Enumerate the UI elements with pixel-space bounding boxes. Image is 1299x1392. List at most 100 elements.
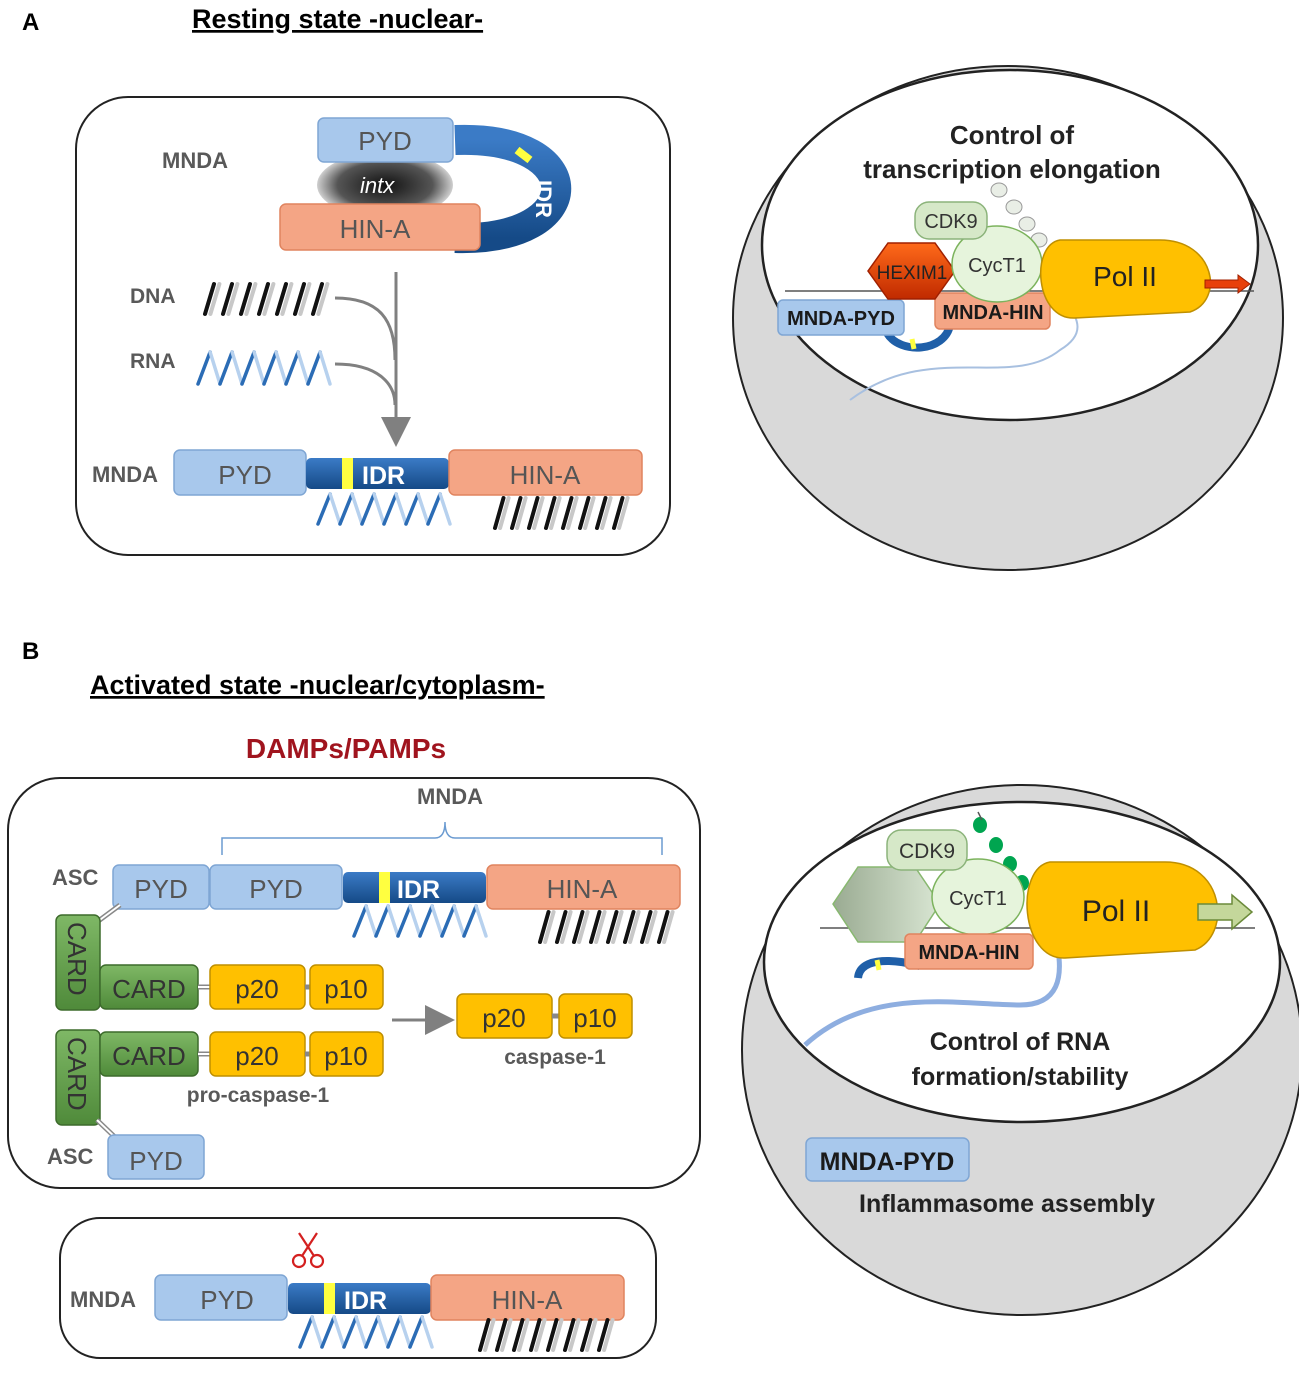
strand-segment [298, 1315, 314, 1349]
dna-segment [510, 496, 523, 530]
rna-bound-cleaved [298, 1315, 434, 1349]
hin-b [486, 864, 681, 910]
dna-segment [208, 282, 222, 316]
strand-segment [440, 904, 456, 938]
p20-1-label: p20 [235, 974, 278, 1004]
intx-blob [317, 152, 453, 218]
caspase-label: caspase-1 [504, 1046, 606, 1069]
asc-card-top [55, 914, 101, 1011]
dna-segment [580, 1318, 593, 1352]
dna-segment [551, 1318, 564, 1352]
dna-segment [527, 496, 540, 530]
idr-loop-label: IDR [531, 180, 556, 218]
strand-segment [382, 492, 398, 526]
idr-hook-marker [909, 338, 917, 350]
strand-segment [364, 904, 378, 938]
dna-segment [555, 910, 568, 944]
asc-pyd-top [112, 864, 210, 910]
elongation-arrow-b [1197, 893, 1254, 931]
caspase-p20-label: p20 [482, 1003, 525, 1033]
mnda-pyd-cyto [805, 1137, 970, 1182]
mnda-hin-a-label: MNDA-HIN [942, 302, 1043, 324]
dna-segment [293, 282, 306, 316]
asc-card-bottom-label: CARD [62, 1037, 92, 1111]
strand-segment [360, 492, 376, 526]
pol2-a-label: Pol II [1093, 261, 1157, 292]
cleaved-mnda-label: MNDA [70, 1287, 136, 1312]
p10-1 [309, 964, 384, 1010]
dna-segment [602, 1318, 615, 1352]
strand-segment [306, 350, 322, 386]
dna-segment [316, 282, 330, 316]
rna-transcript-a [849, 299, 1079, 401]
dna-segment [257, 282, 270, 316]
idr-b [343, 872, 486, 903]
procaspase-card-2-label: CARD [112, 1041, 186, 1071]
procaspase-label: pro-caspase-1 [187, 1084, 330, 1107]
strand-segment [310, 1315, 324, 1349]
hin-linear-label: HIN-A [510, 460, 581, 490]
strand-segment [284, 350, 300, 386]
panel-a-title: Resting state -nuclear- [192, 4, 483, 34]
rna-bound-idr-b [352, 904, 488, 938]
dna-segment [538, 910, 551, 944]
idr-linear [306, 458, 449, 489]
strand-segment [474, 904, 488, 938]
cdk9-a [914, 201, 988, 240]
dna-segment [298, 282, 312, 316]
dna-segment [529, 1318, 542, 1352]
mnda-bracket [221, 821, 663, 855]
strand-segment [364, 1315, 380, 1349]
mnda-pyd-a [777, 299, 905, 336]
cleaved-pyd [154, 1274, 288, 1321]
cleaved-idr-label: IDR [344, 1287, 387, 1315]
strand-segment [394, 492, 408, 526]
dna-segment [600, 496, 613, 530]
dna-segment [543, 910, 556, 944]
cyct1-b-label: CycT1 [949, 888, 1007, 910]
cyct1-a-label: CycT1 [968, 255, 1026, 277]
damps-pamps-label: DAMPs/PAMPs [246, 733, 446, 764]
dna-segment [262, 282, 276, 316]
hin-b-label: HIN-A [547, 874, 618, 904]
scissors-icon [291, 1232, 325, 1269]
cleaved-idr [288, 1283, 431, 1314]
mnda-pyd-a-label: MNDA-PYD [787, 308, 895, 330]
strand-segment [218, 350, 234, 386]
idr-hook-b-marker [874, 959, 882, 971]
dna-segment [563, 1318, 576, 1352]
dna-segment [203, 282, 216, 316]
pol2-b-label: Pol II [1082, 895, 1150, 928]
dna-segment [568, 1318, 581, 1352]
strand-segment [240, 350, 256, 386]
idr-cleavage-marker [514, 146, 533, 164]
idr-loop [454, 124, 572, 254]
cdk9-a-label: CDK9 [924, 211, 977, 233]
strand-segment [328, 492, 342, 526]
dna-segment [623, 910, 636, 944]
phospho-dot [990, 182, 1008, 198]
strand-segment [274, 350, 288, 386]
dna-segment [612, 496, 625, 530]
mnda-pyd-b-label: PYD [249, 874, 302, 904]
asc-bottom-label: ASC [47, 1144, 94, 1169]
dna-segment [311, 282, 324, 316]
hexim1-label: HEXIM1 [877, 263, 948, 284]
asc-card-top-label: CARD [62, 922, 92, 996]
dna-segment [498, 496, 511, 530]
cleaved-idr-marker [324, 1283, 335, 1314]
dna-helix [203, 282, 330, 316]
strand-segment [386, 1315, 402, 1349]
resting-state-box [75, 96, 671, 556]
dna-segment [239, 282, 252, 316]
asc-pyd-top-label: PYD [134, 874, 187, 904]
caspase-p10-label: p10 [573, 1003, 616, 1033]
strand-segment [350, 492, 364, 526]
rna-strand [196, 350, 332, 386]
inflammasome-assembly-label: Inflammasome assembly [859, 1190, 1155, 1218]
pol2-a [1040, 239, 1212, 319]
dna-segment [546, 1318, 559, 1352]
strand-segment [332, 1315, 346, 1349]
hexim1-hexagon [867, 242, 956, 300]
